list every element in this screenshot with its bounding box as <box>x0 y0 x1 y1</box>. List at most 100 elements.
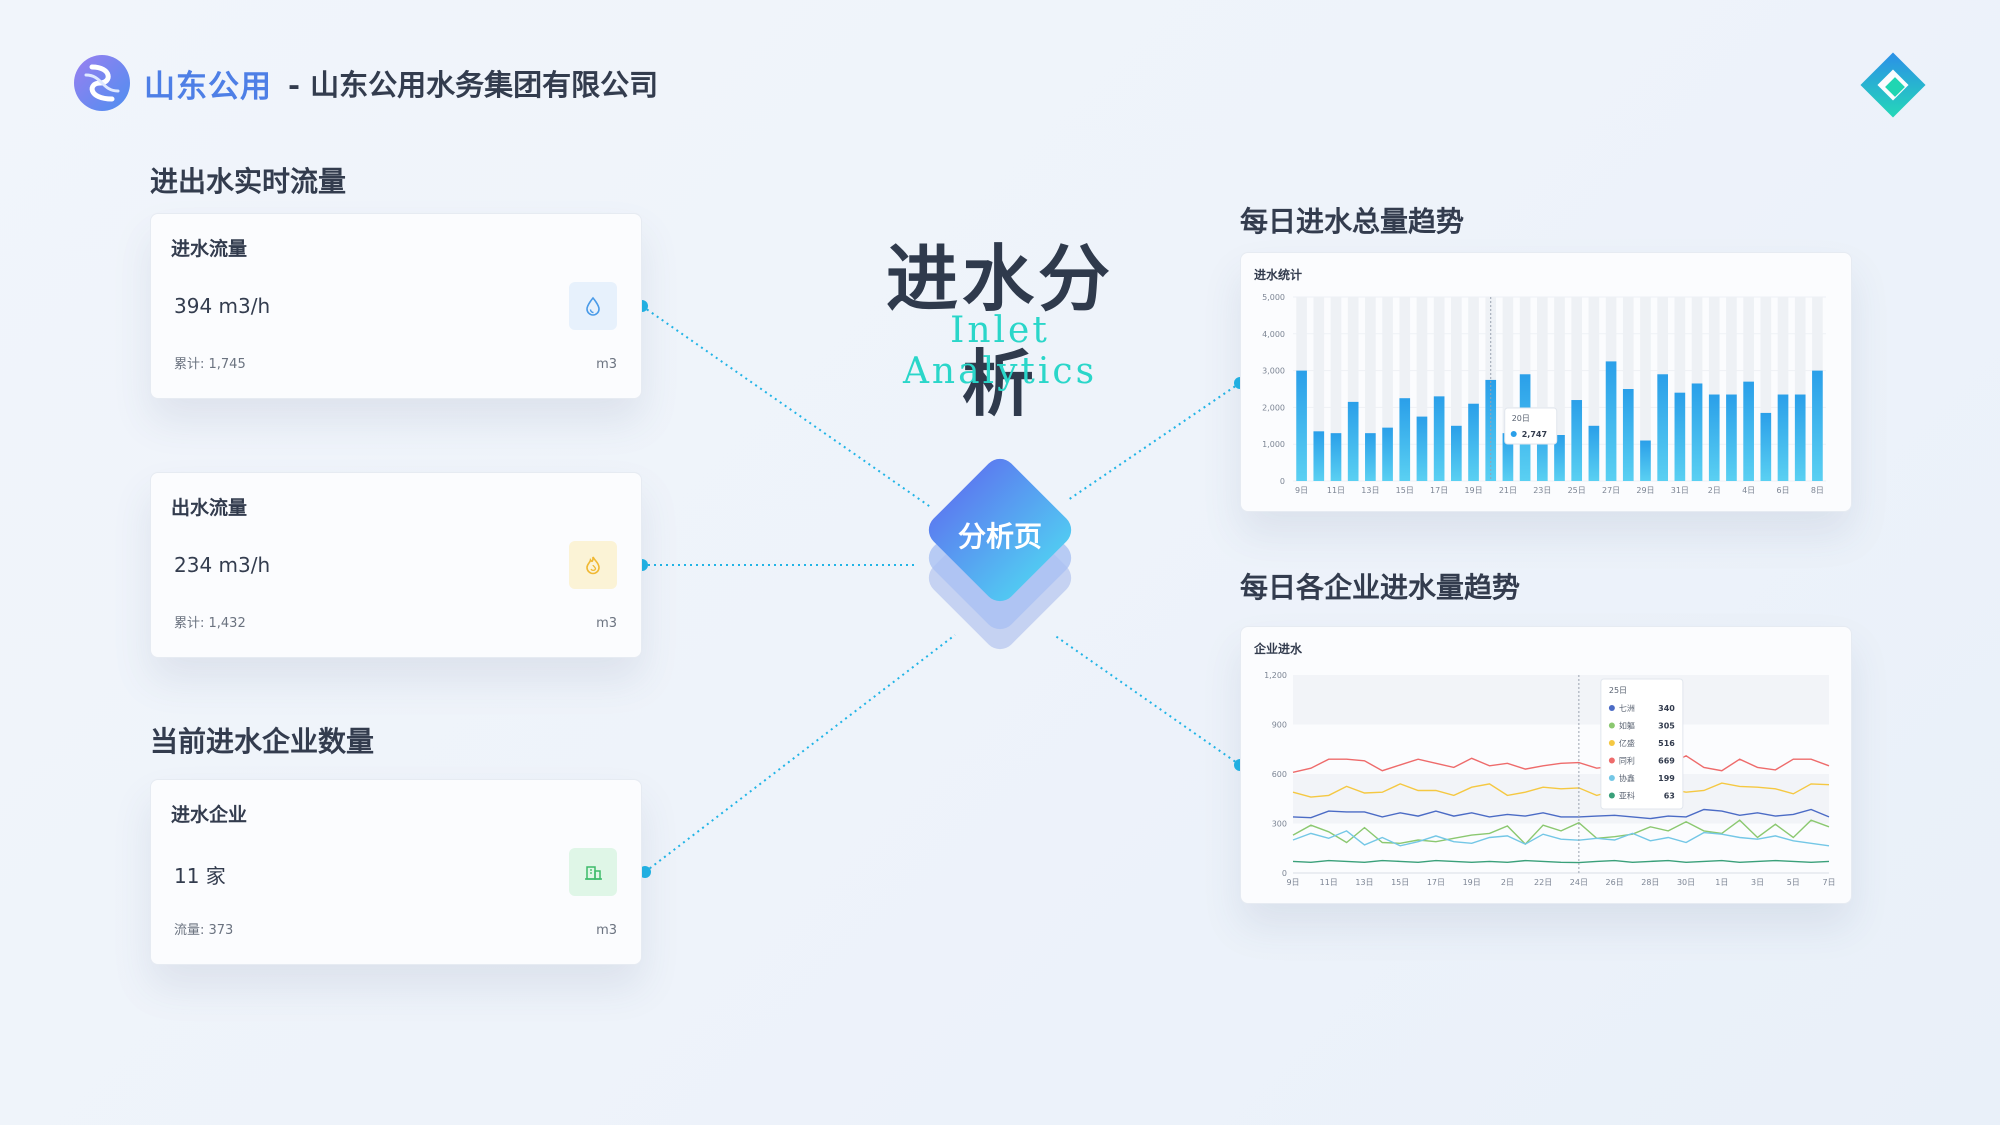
card-enterprise[interactable]: 进水企业 11 家 流量: 373 m3 <box>150 779 642 965</box>
bar <box>1812 370 1823 481</box>
bar-track <box>1451 297 1462 481</box>
bar-track <box>1347 297 1359 481</box>
grid-band <box>1293 675 1829 725</box>
bar <box>1674 392 1686 481</box>
bar <box>1571 400 1583 481</box>
bar-track <box>1726 297 1737 481</box>
bar <box>1468 403 1479 481</box>
card-cumulative: 累计: 1,432 <box>174 616 246 631</box>
tooltip-label: 20日 <box>1512 414 1530 423</box>
x-tick-label: 4日 <box>1742 486 1755 495</box>
series-line <box>1292 808 1830 820</box>
bar-track <box>1330 297 1342 481</box>
x-tick-label: 22日 <box>1534 878 1552 887</box>
y-tick-label: 3,000 <box>1262 367 1285 376</box>
bar-track <box>1777 297 1789 481</box>
legend-name: 协鑫 <box>1619 773 1635 783</box>
x-tick-label: 15日 <box>1396 486 1414 495</box>
company-name: - 山东公用水务集团有限公司 <box>288 68 659 102</box>
bar <box>1726 394 1737 481</box>
x-tick-label: 29日 <box>1636 486 1654 495</box>
diamond-logo-icon[interactable] <box>1858 50 1928 120</box>
bar-track <box>1554 297 1565 481</box>
x-tick-label: 31日 <box>1671 486 1689 495</box>
bar <box>1330 433 1342 481</box>
bar <box>1382 427 1393 481</box>
x-tick-label: 7日 <box>1822 878 1835 887</box>
x-tick-label: 11日 <box>1320 878 1338 887</box>
bar <box>1743 381 1754 481</box>
legend-value: 516 <box>1658 739 1675 748</box>
legend-dot <box>1608 792 1615 799</box>
bar <box>1760 412 1772 481</box>
x-tick-label: 2日 <box>1501 878 1514 887</box>
bar-track <box>1536 297 1548 481</box>
bar <box>1622 389 1634 481</box>
card-title: 进水企业 <box>171 804 248 826</box>
y-tick-label: 900 <box>1272 721 1287 730</box>
y-tick-label: 0 <box>1280 477 1285 486</box>
x-tick-label: 24日 <box>1570 878 1588 887</box>
bar-track <box>1571 297 1583 481</box>
center-label: 分析页 <box>957 520 1042 553</box>
tooltip-box <box>1600 678 1684 810</box>
card-unit: m3 <box>596 616 617 631</box>
card-value: 394 m3/h <box>174 294 271 318</box>
x-tick-label: 17日 <box>1430 486 1448 495</box>
legend-name: 亚科 <box>1619 791 1635 801</box>
bar-track <box>1708 297 1720 481</box>
flame-icon <box>569 541 617 589</box>
legend-value: 305 <box>1658 722 1675 731</box>
bar <box>1433 396 1445 481</box>
legend-dot <box>1608 722 1615 729</box>
y-tick-label: 5,000 <box>1262 293 1285 302</box>
y-tick-label: 1,000 <box>1262 440 1285 449</box>
x-tick-label: 5日 <box>1787 878 1800 887</box>
stacked-diamond-icon <box>928 458 1072 650</box>
bar <box>1691 383 1703 481</box>
y-tick-label: 0 <box>1282 869 1287 878</box>
section-title-daily-total: 每日进水总量趋势 <box>1240 205 1465 238</box>
chart-title: 企业进水 <box>1254 642 1303 656</box>
section-title-daily-enterprise: 每日各企业进水量趋势 <box>1240 571 1521 604</box>
bar <box>1657 374 1668 481</box>
bar <box>1347 401 1359 481</box>
card-outlet-flow[interactable]: 出水流量 234 m3/h 累计: 1,432 m3 <box>150 472 642 658</box>
grid-band <box>1293 774 1829 824</box>
x-tick-label: 17日 <box>1427 878 1445 887</box>
legend-name: 七洲 <box>1619 704 1635 713</box>
legend-name: 同利 <box>1619 756 1635 766</box>
bar <box>1640 440 1651 481</box>
x-tick-label: 8日 <box>1811 486 1824 495</box>
y-tick-label: 2,000 <box>1262 403 1285 412</box>
bar-track <box>1468 297 1479 481</box>
x-tick-label: 11日 <box>1327 486 1345 495</box>
section-title-enterprise-count: 当前进水企业数量 <box>150 725 375 758</box>
brand-name: 山东公用 <box>144 68 272 105</box>
y-tick-label: 4,000 <box>1262 330 1285 339</box>
building-icon <box>569 848 617 896</box>
bar-track <box>1588 297 1600 481</box>
bar <box>1605 361 1617 481</box>
y-tick-label: 1,200 <box>1264 671 1287 680</box>
card-inlet-flow[interactable]: 进水流量 394 m3/h 累计: 1,745 m3 <box>150 213 642 399</box>
bar <box>1365 433 1376 481</box>
legend-value: 669 <box>1658 757 1675 766</box>
bar <box>1777 394 1789 481</box>
x-tick-label: 21日 <box>1499 486 1517 495</box>
header: 山东公用 - 山东公用水务集团有限公司 <box>72 52 658 114</box>
card-flow: 流量: 373 <box>174 923 234 938</box>
series-line <box>1292 754 1830 773</box>
x-tick-label: 28日 <box>1641 878 1659 887</box>
analysis-center-node[interactable]: 分析页 <box>905 445 1095 675</box>
x-tick-label: 19日 <box>1463 878 1481 887</box>
x-tick-label: 6日 <box>1776 486 1789 495</box>
water-drop-icon <box>569 282 617 330</box>
x-tick-label: 26日 <box>1606 878 1624 887</box>
x-tick-label: 1日 <box>1715 878 1728 887</box>
